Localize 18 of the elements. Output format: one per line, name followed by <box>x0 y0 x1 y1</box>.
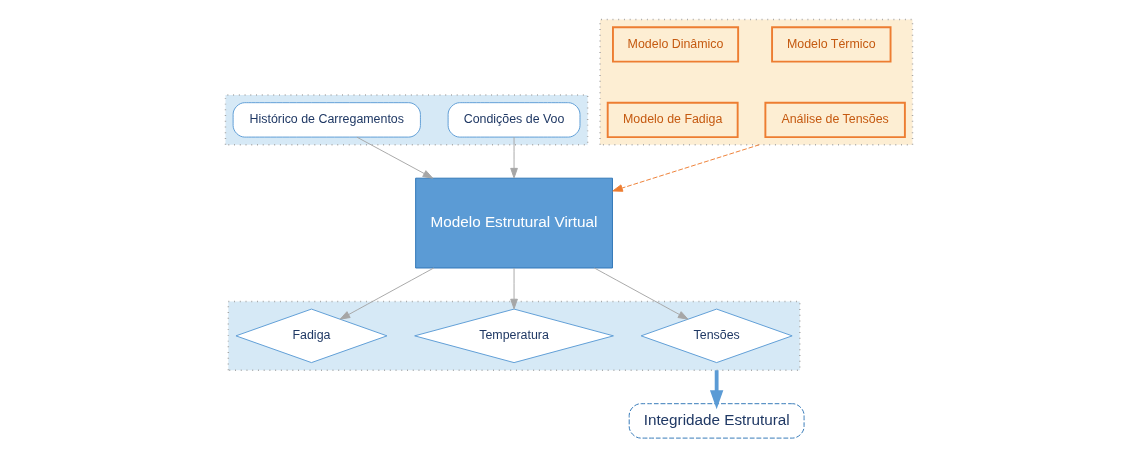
arrow <box>509 267 518 310</box>
node-box: Histórico de Carregamentos <box>232 102 421 138</box>
node-box: Modelo Estrutural Virtual <box>414 177 613 269</box>
arrow <box>355 136 433 179</box>
node-box: Análise de Tensões <box>763 101 906 139</box>
arrow <box>339 267 434 320</box>
node-box: Modelo de Fadiga <box>606 101 739 139</box>
arrow <box>611 144 760 192</box>
arrow <box>593 267 688 320</box>
node-box: Integridade Estrutural <box>628 403 805 439</box>
cluster <box>598 18 913 146</box>
arrow <box>509 136 518 179</box>
node-box: Condições de Voo <box>447 102 580 138</box>
arrow <box>709 370 723 410</box>
node-box: Modelo Térmico <box>770 26 891 63</box>
cluster <box>224 94 588 146</box>
node-box: Modelo Dinâmico <box>611 26 739 63</box>
node-diamond: Temperatura <box>413 308 614 364</box>
